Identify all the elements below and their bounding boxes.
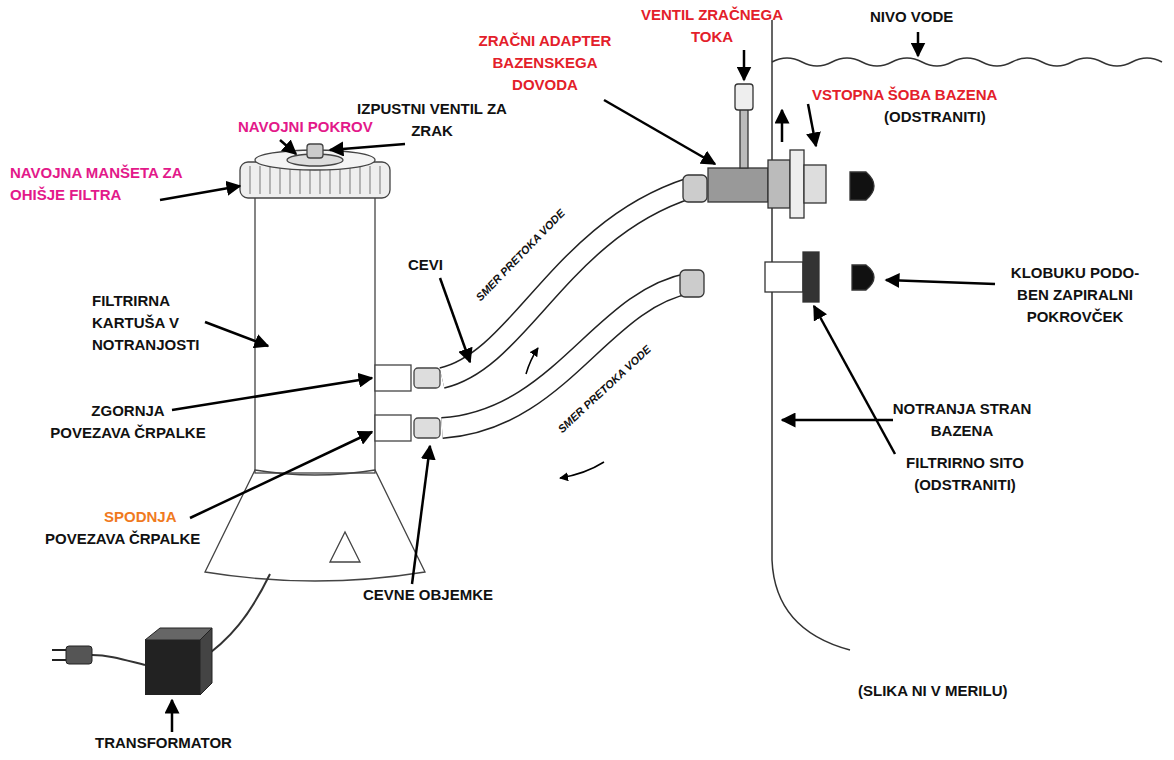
part-label: VENTIL ZRAČNEGA TOKA — [641, 4, 783, 48]
part-label: CEVNE OBJEMKE — [363, 584, 493, 606]
part-label: SPODNJA — [104, 506, 177, 528]
part-label: NAVOJNI POKROV — [238, 116, 373, 138]
part-label: NAVOJNA MANŠETA ZA OHIŠJE FILTRA — [10, 162, 183, 206]
part-label: CEVI — [408, 254, 443, 276]
leader-lines — [160, 32, 995, 732]
flow-direction-label: SMER PRETOKA VODE — [472, 206, 567, 304]
part-label: ZRAČNI ADAPTER BAZENSKEGA DOVODA — [479, 30, 612, 96]
transformer — [52, 628, 212, 695]
part-label: TRANSFORMATOR — [95, 732, 232, 754]
flow-direction-label: SMER PRETOKA VODE — [555, 342, 654, 436]
part-label: IZPUSTNI VENTIL ZA ZRAK — [357, 98, 507, 142]
part-label: (ODSTRANITI) — [884, 106, 986, 128]
part-label: NIVO VODE — [870, 6, 953, 28]
part-label: FILTRIRNO SITO (ODSTRANITI) — [906, 452, 1024, 496]
part-label: FILTRIRNA KARTUŠA V NOTRANJOSTI — [92, 290, 200, 356]
inlet-assembly — [683, 84, 874, 218]
pool-wall — [772, 20, 1162, 650]
part-label: (SLIKA NI V MERILU) — [858, 680, 1007, 702]
hoses — [442, 188, 690, 428]
strainer-assembly — [680, 252, 874, 302]
part-label: NOTRANJA STRAN BAZENA — [893, 398, 1032, 442]
part-label: VSTOPNA ŠOBA BAZENA — [812, 84, 997, 106]
part-label: KLOBUKU PODO- BEN ZAPIRALNI POKROVČEK — [1011, 262, 1139, 328]
flow-arrows — [526, 348, 604, 478]
part-label: ZGORNJA POVEZAVA ČRPALKE — [50, 400, 205, 444]
filter-pump — [200, 144, 440, 660]
part-label: POVEZAVA ČRPALKE — [45, 528, 200, 550]
